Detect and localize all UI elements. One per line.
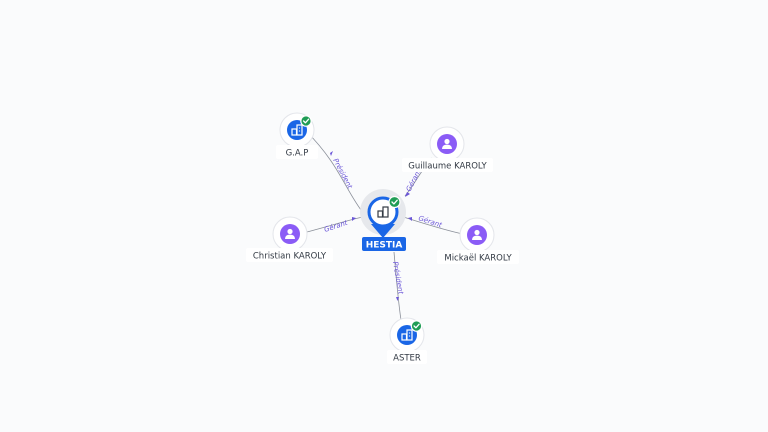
node-label-aster: ASTER [393,354,421,364]
edge-label-mickael-hestia: Gérant [417,214,443,229]
edge-christian-hestia[interactable]: Gérant [302,215,368,234]
verified-check-icon [410,320,423,332]
node-gap[interactable]: G.A.P [276,112,318,159]
node-label-hestia: HESTIA [366,241,403,251]
edge-gap-hestia[interactable]: Président [305,130,365,215]
node-christian-karoly[interactable]: Christian KAROLY [246,216,333,262]
verified-check-icon [300,115,312,127]
node-label-mickael-karoly: Mickaël KAROLY [444,254,512,264]
edge-label-christian-hestia: Gérant [323,219,349,234]
node-aster[interactable]: ASTER [387,317,427,364]
edge-label-hestia-aster: Président [391,261,405,295]
building-icon [377,206,389,218]
edge-mickael-hestia[interactable]: Gérant [399,214,464,235]
map-pin-tip [371,224,395,238]
edge-hestia-aster[interactable]: Président [391,251,405,321]
node-mickael-karoly[interactable]: Mickaël KAROLY [437,217,519,264]
verified-check-icon [388,195,401,209]
node-label-christian-karoly: Christian KAROLY [253,252,327,262]
node-hestia-central[interactable]: HESTIA [360,189,406,251]
edge-label-gap-hestia: Président [331,157,354,190]
node-label-gap: G.A.P [286,149,309,159]
node-label-guillaume-karoly: Guillaume KAROLY [408,162,487,172]
node-guillaume-karoly[interactable]: Guillaume KAROLY [402,126,493,172]
